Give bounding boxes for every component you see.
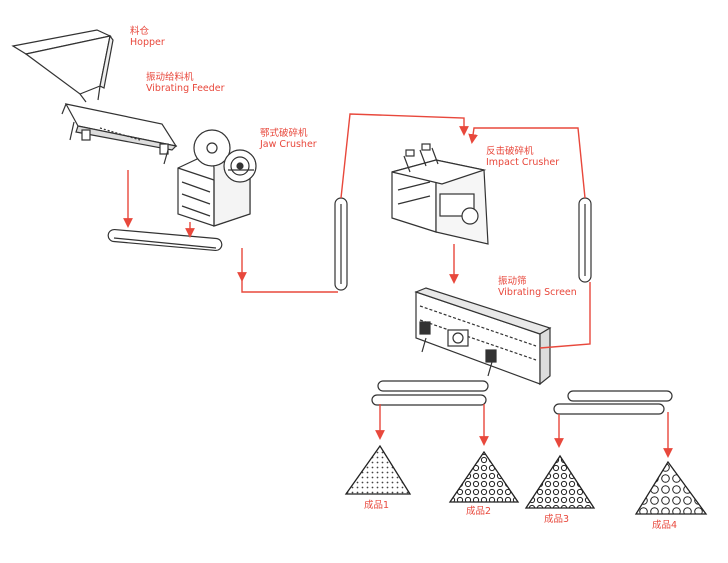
label-vibrating-feeder-en: Vibrating Feeder (146, 83, 225, 94)
label-product-2: 成品2 (466, 506, 492, 517)
impact-crusher-icon (391, 143, 489, 245)
label-product-3: 成品3 (544, 514, 570, 525)
label-vibrating-screen-en: Vibrating Screen (498, 287, 577, 298)
label-impact-crusher-zh: 反击破碎机 (486, 146, 534, 157)
label-vibrating-screen-zh: 振动筛 (498, 276, 527, 287)
label-vibrating-feeder: 振动给料机 Vibrating Feeder (146, 72, 225, 94)
label-product-4: 成品4 (652, 520, 678, 531)
jaw-crusher-icon (177, 129, 257, 227)
material-flow-lines (123, 113, 673, 458)
stockpile-3 (524, 454, 596, 509)
label-impact-crusher-en: Impact Crusher (486, 157, 560, 168)
label-impact-crusher: 反击破碎机 Impact Crusher (486, 146, 559, 168)
vibrating-feeder-icon (61, 103, 178, 165)
stockpile-2 (448, 450, 520, 503)
stockpile-icon (344, 444, 708, 515)
stockpile-4 (634, 460, 708, 515)
label-product-1: 成品1 (364, 500, 390, 511)
stockpile-1 (344, 444, 412, 495)
label-vibrating-screen: 振动筛 Vibrating Screen (498, 276, 577, 298)
label-jaw-crusher-zh: 鄂式破碎机 (260, 128, 308, 139)
belt-conveyor-icon (107, 197, 673, 415)
hopper-icon (11, 29, 114, 103)
label-hopper-zh: 料仓 (130, 26, 150, 37)
label-jaw-crusher: 鄂式破碎机 Jaw Crusher (260, 128, 317, 150)
label-hopper: 料仓 Hopper (130, 26, 165, 48)
vibrating-screen-icon (414, 287, 552, 386)
label-hopper-en: Hopper (130, 37, 165, 48)
label-vibrating-feeder-zh: 振动给料机 (146, 72, 194, 83)
label-jaw-crusher-en: Jaw Crusher (260, 139, 317, 150)
